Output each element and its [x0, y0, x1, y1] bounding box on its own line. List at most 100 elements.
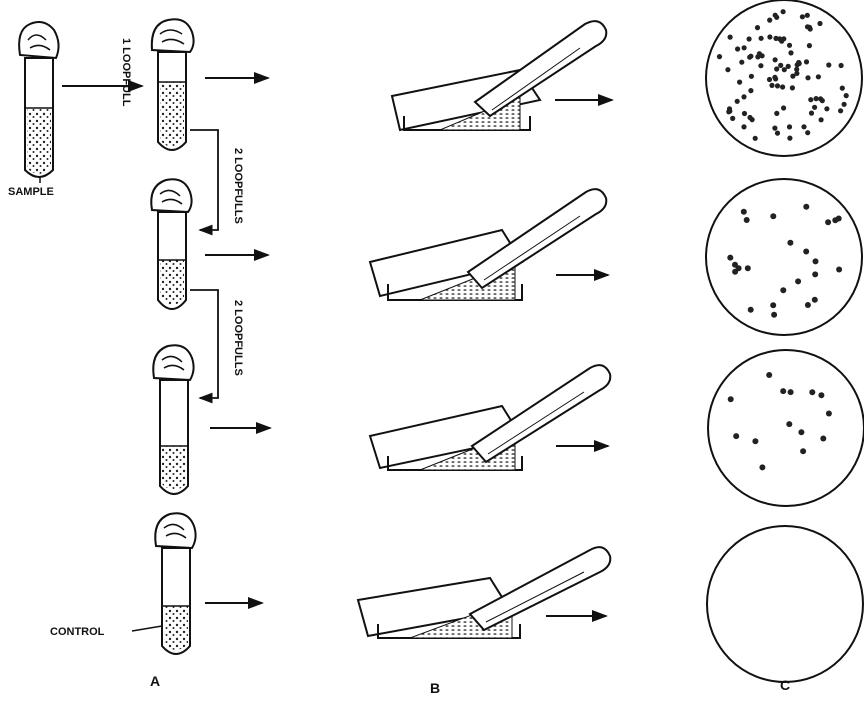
colony-dot [788, 389, 794, 395]
colony-dot [778, 63, 783, 68]
colony-dot [730, 116, 735, 121]
colony-dot [805, 302, 811, 308]
colony-dot [772, 75, 777, 80]
colony-dot [748, 307, 754, 313]
colony-dot [838, 108, 843, 113]
colony-dot [795, 278, 801, 284]
colony-dot [840, 86, 845, 91]
colony-dot [753, 136, 758, 141]
colony-dot [805, 130, 810, 135]
colony-dot [808, 26, 813, 31]
colony-dot [767, 18, 772, 23]
colony-dot [774, 66, 779, 71]
colony-dot [757, 51, 762, 56]
transfer-arrow-2 [190, 130, 218, 230]
colony-dot [739, 60, 744, 65]
colony-dot [759, 464, 765, 470]
colony-dot [813, 258, 819, 264]
colony-dot [737, 80, 742, 85]
colony-dot [749, 74, 754, 79]
colony-dot [755, 25, 760, 30]
colony-dot [809, 111, 814, 116]
colony-dot [741, 209, 747, 215]
colony-dot [747, 36, 752, 41]
colony-dot [742, 111, 747, 116]
colony-dot [807, 43, 812, 48]
colony-dot [780, 388, 786, 394]
colony-dot [769, 83, 774, 88]
colony-dot [773, 13, 778, 18]
colony-dot [818, 96, 823, 101]
control-tube [155, 513, 195, 654]
colony-dot [748, 54, 753, 59]
pour-plate-3 [370, 365, 610, 470]
colony-dot [804, 59, 809, 64]
colony-dot [800, 14, 805, 19]
dilution-tube-2 [151, 179, 191, 309]
colony-dot [735, 46, 740, 51]
colony-dot [717, 54, 722, 59]
colony-dot [741, 94, 746, 99]
colony-dot [786, 421, 792, 427]
colony-dot [745, 265, 751, 271]
colony-dot [741, 124, 746, 129]
colony-dot [826, 62, 831, 67]
loopfull-label-3: 2 LOOPFULLS [232, 300, 244, 376]
colony-dot [817, 21, 822, 26]
loopfull-label-2: 2 LOOPFULLS [232, 148, 244, 224]
sample-label: SAMPLE [8, 186, 54, 198]
colony-dot [812, 297, 818, 303]
colony-dot [728, 396, 734, 402]
colony-dot [836, 267, 842, 273]
pour-plate-4 [358, 547, 610, 638]
colony-dot [727, 255, 733, 261]
colony-dot [747, 115, 752, 120]
colony-dot [842, 102, 847, 107]
colony-dot [796, 60, 801, 65]
colony-dot [736, 265, 742, 271]
colony-dot [767, 77, 772, 82]
colony-dot [825, 219, 831, 225]
colony-dot [800, 448, 806, 454]
colony-dot [820, 436, 826, 442]
colony-dot [775, 131, 780, 136]
pour-plate-2 [370, 189, 606, 300]
colony-dot [787, 43, 792, 48]
colony-dot [766, 372, 772, 378]
colony-dot [772, 126, 777, 131]
colony-dot [803, 249, 809, 255]
colony-dot [798, 429, 804, 435]
colony-dot [812, 271, 818, 277]
colony-dot [824, 106, 829, 111]
colony-dot [744, 217, 750, 223]
colony-dot [780, 287, 786, 293]
colony-dot [780, 84, 785, 89]
colony-dot [801, 124, 806, 129]
colony-dot [836, 216, 842, 222]
colony-dot [794, 71, 799, 76]
colony-dot [819, 117, 824, 122]
colony-dot [758, 63, 763, 68]
colony-dot [781, 105, 786, 110]
colony-dot [728, 35, 733, 40]
colony-dot [742, 45, 747, 50]
colony-dot [812, 105, 817, 110]
colony-dot [781, 9, 786, 14]
dilution-tube-1 [152, 19, 194, 150]
loopfull-label-1: 1 LOOPFULL [120, 38, 132, 107]
colony-dot [767, 34, 772, 39]
control-leader [132, 626, 162, 631]
colony-dot [733, 433, 739, 439]
colony-dot [787, 136, 792, 141]
colony-dot [826, 411, 832, 417]
colony-dot [839, 63, 844, 68]
colony-dot [814, 96, 819, 101]
colony-dot [790, 85, 795, 90]
petri-plate-4 [707, 526, 863, 682]
colony-dot [759, 36, 764, 41]
colony-dot [805, 13, 810, 18]
column-label-c: C [780, 677, 790, 693]
colony-dot [805, 75, 810, 80]
petri-plate-3 [708, 350, 864, 506]
colony-dot [748, 88, 753, 93]
